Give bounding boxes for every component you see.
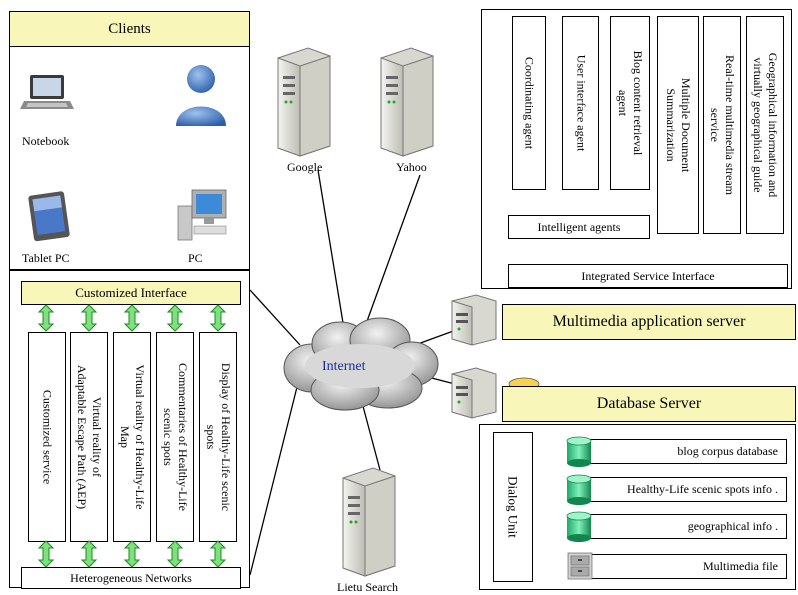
database-item-label: Multimedia file (703, 559, 778, 573)
service-box: Geographical information and virtually g… (746, 16, 784, 234)
database-item-label: Healthy-Life scenic spots info . (627, 482, 778, 496)
lietu-label: Lietu Search (337, 580, 398, 594)
intelligent-agents: Intelligent agents (508, 215, 650, 239)
database-item: geographical info . (580, 514, 787, 539)
client-interface-link (249, 289, 301, 346)
pc-label: PC (188, 251, 203, 265)
clients-title: Clients (9, 11, 250, 47)
customized-interface-text: Customized Interface (75, 285, 187, 300)
agent-box: Coordinating agent (512, 16, 546, 190)
client-service-box: Virtual reality of Adaptable Escape Path… (70, 332, 108, 542)
client-service-box: Customized service (28, 332, 66, 542)
database-icon (566, 474, 592, 506)
yahoo-link (361, 174, 421, 336)
database-icon (566, 436, 592, 468)
clients-title-text: Clients (108, 20, 151, 37)
integrated-service-interface: Integrated Service Interface (508, 264, 788, 288)
internet-label: Internet (322, 359, 366, 374)
client-service-box: Commentaries of Healthy-Life scenic spot… (156, 332, 194, 542)
lietu-link (359, 394, 381, 471)
heterogeneous-networks: Heterogeneous Networks (21, 567, 241, 589)
agent-box: User interface agent (562, 16, 599, 190)
client-network-link (249, 374, 301, 576)
database-item-label: blog corpus database (677, 444, 778, 458)
database-server-bar: Database Server (502, 386, 796, 422)
intelligent-agents-text: Intelligent agents (537, 219, 621, 234)
file-cabinet-icon (567, 552, 593, 580)
google-label: Google (287, 160, 323, 174)
multimedia-server-text: Multimedia application server (552, 313, 746, 330)
client-service-box: Display of Healthy-Life scenic spots (199, 332, 237, 542)
database-server-text: Database Server (596, 395, 702, 412)
notebook-label: Notebook (22, 134, 70, 148)
database-item-label: geographical info . (687, 519, 778, 533)
customized-interface: Customized Interface (21, 281, 241, 305)
agent-box: Blog content retrieval agent (610, 16, 650, 190)
database-item: Multimedia file (580, 554, 787, 579)
multimedia-server-bar: Multimedia application server (502, 304, 796, 340)
heterogeneous-networks-text: Heterogeneous Networks (70, 570, 192, 585)
google-link (317, 169, 346, 336)
client-service-box: Virtual reality of Healthy-Life Map (113, 332, 151, 542)
database-item: blog corpus database (580, 439, 787, 464)
dialog-unit: Dialog Unit (493, 432, 533, 582)
service-box: Multiple Document Summarization (657, 16, 699, 234)
yahoo-label: Yahoo (396, 160, 427, 174)
integrated-service-interface-text: Integrated Service Interface (581, 268, 715, 283)
tablet-label: Tablet PC (22, 251, 70, 265)
database-icon (566, 511, 592, 543)
database-item: Healthy-Life scenic spots info . (580, 477, 787, 502)
service-box: Real-time multimedia stream service (703, 16, 741, 234)
